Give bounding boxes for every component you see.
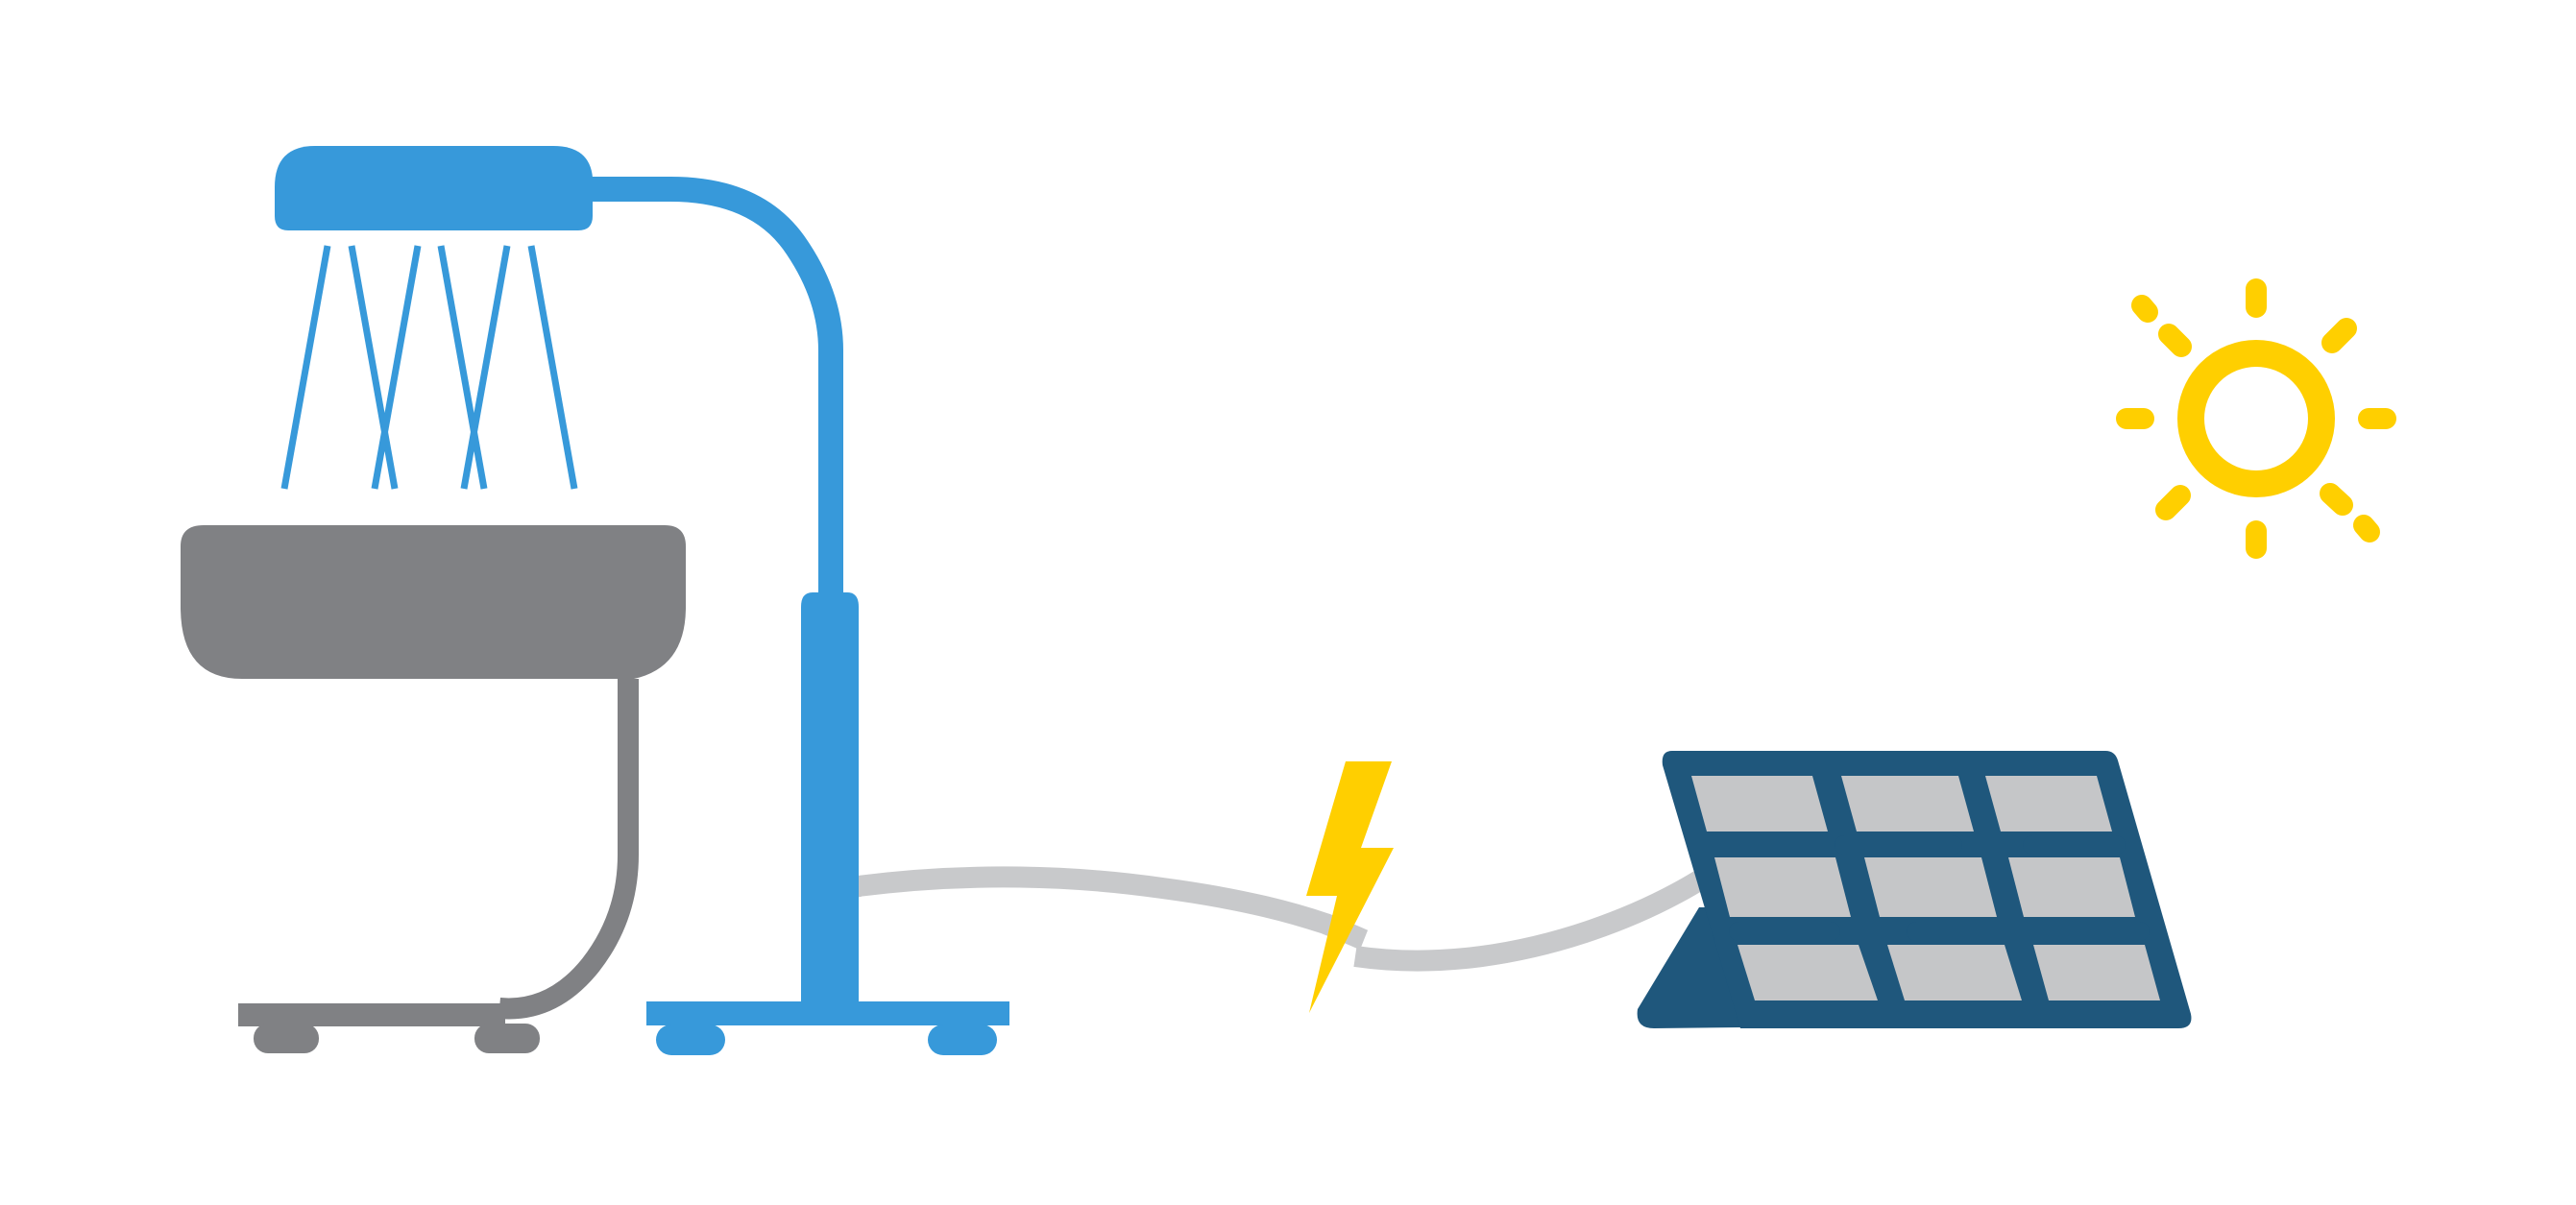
lamp-post <box>801 592 859 1004</box>
bassinet-wheel-left <box>254 1024 319 1053</box>
solar-cell <box>2033 945 2160 1000</box>
bassinet-base-bar <box>238 1003 505 1026</box>
sun-ray <box>2158 324 2192 357</box>
lamp-base-bar <box>646 1001 1009 1025</box>
lamp-wheel-left <box>656 1024 725 1055</box>
solar-panel-cells <box>1691 776 2160 1000</box>
sun-ray <box>2321 318 2357 353</box>
sun-ray <box>2131 295 2158 323</box>
sun-rays <box>2116 278 2396 559</box>
lamp-wheel-right <box>928 1024 997 1055</box>
sun-ray <box>2320 483 2353 516</box>
light-rays <box>280 245 578 490</box>
solar-cell <box>1841 776 1974 831</box>
solar-cell <box>1738 945 1878 1000</box>
solar-panel <box>1637 751 2192 1028</box>
cable-segment-bolt-to-panel <box>1353 854 1732 972</box>
bassinet-support <box>498 679 639 1020</box>
phototherapy-lamp <box>275 146 1009 1055</box>
infant-bassinet <box>181 525 686 1053</box>
cable-segment-lamp-to-bolt <box>856 866 1369 951</box>
lightning-bolt-icon <box>1306 761 1394 1013</box>
light-ray <box>348 245 399 490</box>
lamp-head <box>275 146 593 230</box>
light-ray <box>371 245 422 490</box>
solar-cell <box>2008 857 2135 917</box>
light-ray <box>527 245 578 490</box>
solar-panel-busbars <box>1729 835 2150 941</box>
bassinet-basket <box>181 525 686 679</box>
solar-cell <box>1864 857 1997 917</box>
sun-ray <box>2155 485 2191 520</box>
light-ray <box>280 245 331 490</box>
sun-icon <box>2116 278 2396 559</box>
sun-disc <box>2177 340 2335 497</box>
lamp-arm <box>590 177 843 605</box>
solar-cell <box>1714 857 1851 917</box>
solar-cell <box>1985 776 2112 831</box>
bassinet-wheel-right <box>474 1024 540 1053</box>
light-ray <box>460 245 511 490</box>
solar-cell <box>1887 945 2022 1000</box>
solar-cell <box>1691 776 1828 831</box>
sun-ray <box>2353 515 2380 542</box>
light-ray <box>437 245 488 490</box>
power-cable <box>846 854 1732 972</box>
